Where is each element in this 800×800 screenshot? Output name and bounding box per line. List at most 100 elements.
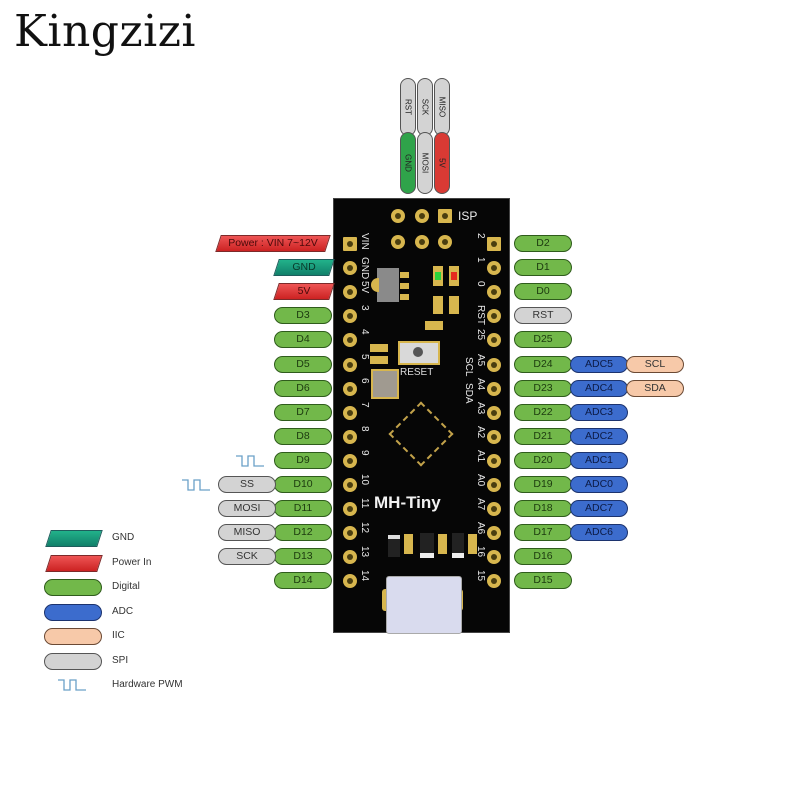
pin-rst: RST: [514, 307, 572, 325]
pin-d17: D17: [514, 524, 572, 542]
pin-power-vin-7-12v: Power : VIN 7~12V: [215, 235, 331, 252]
resistor: [468, 534, 477, 554]
pin-badge-label: 5V: [297, 285, 311, 298]
pin-d25: D25: [514, 331, 572, 349]
pin-pad: [343, 333, 357, 348]
pin-label-left: 13: [359, 546, 370, 558]
brand-logo: Kingzizi: [14, 6, 196, 57]
isp-pin-label: MOSI: [420, 152, 430, 174]
pin-label-left: 5: [359, 353, 370, 360]
legend-label-gnd: GND: [112, 532, 135, 543]
pin-label-right: A4: [475, 377, 486, 390]
smd-pad: [400, 294, 409, 300]
reset-button-cap: [413, 347, 423, 357]
resistor: [438, 534, 447, 554]
pin-d13: D13: [274, 548, 332, 566]
adc-adc0: ADC0: [570, 476, 628, 493]
isp-pin-label: GND: [403, 154, 413, 172]
pin-d1: D1: [514, 259, 572, 277]
isp-pin-sck: SCK: [417, 78, 433, 136]
pin-pad: [343, 429, 357, 444]
isp-pad: [438, 235, 452, 249]
smd-pad: [400, 283, 409, 289]
pin-d23: D23: [514, 379, 572, 397]
spi-ss: SS: [218, 476, 276, 493]
pin-pad: [343, 309, 357, 324]
isp-pin-label: RST: [403, 99, 413, 115]
pin-label-left: 5V: [359, 281, 370, 294]
pin-pad: [343, 261, 357, 276]
pin-pad: [487, 526, 501, 541]
pin-pad: [487, 405, 501, 420]
pin-d10: D10: [274, 476, 332, 493]
isp-pin-miso: MISO: [434, 78, 450, 136]
legend-swatch-digital: [44, 579, 102, 596]
spi-mosi: MOSI: [218, 500, 276, 518]
legend-swatch-bg: [45, 554, 103, 572]
micro-usb-port[interactable]: [386, 576, 462, 634]
resistor: [425, 321, 443, 330]
pin-pad: [487, 550, 501, 565]
pin-label-left: 11: [359, 498, 370, 509]
sda-label: SDA: [463, 382, 474, 404]
mcu-chip: [388, 401, 454, 467]
pin-pad: [487, 333, 501, 348]
pin-pad: [343, 478, 357, 492]
pin-label-left: 7: [359, 401, 370, 408]
pin-label-left: 10: [359, 474, 370, 486]
pin-pad: [487, 429, 501, 444]
pin-label-right: A1: [475, 449, 486, 463]
legend-pwm-icon: [58, 679, 86, 691]
pin-label-left: 6: [359, 377, 370, 384]
isp-pin-label: MISO: [437, 96, 447, 118]
red-led: [451, 272, 457, 280]
pin-label-right: A0: [475, 474, 486, 487]
iic-scl: SCL: [626, 355, 684, 373]
pin-pad: [487, 453, 501, 468]
resistor: [449, 296, 459, 314]
pin-d24: D24: [514, 355, 572, 373]
diode: [420, 533, 434, 558]
pin-label-right: A3: [475, 401, 486, 414]
capacitor: [370, 356, 388, 364]
pwm-icon: [236, 455, 264, 467]
legend-swatch-iic: [44, 628, 102, 645]
regulator-tab: [371, 278, 379, 292]
isp-pad: [415, 235, 429, 249]
legend-swatch-gnd: [45, 530, 103, 547]
legend-label-pwm: Hardware PWM: [112, 679, 183, 690]
pin-label-left: GND: [359, 257, 370, 280]
pin-pad: [487, 502, 501, 517]
pin-d7: D7: [274, 403, 332, 421]
adc-adc2: ADC2: [570, 427, 628, 445]
pin-badge-label: GND: [292, 261, 316, 274]
adc-adc4: ADC4: [570, 379, 628, 397]
pin-label-right: A5: [475, 353, 486, 366]
pin-label-right: A7: [475, 498, 486, 511]
pin-pad: [343, 357, 357, 372]
pin-label-left: VIN: [359, 233, 370, 250]
pin-d6: D6: [274, 379, 332, 397]
pin-label-right: A2: [475, 425, 486, 439]
pin-pad: [343, 550, 357, 565]
legend-label-adc: ADC: [112, 605, 134, 617]
pin-pad: [343, 574, 357, 589]
pin-pad: [487, 478, 501, 492]
pin-label-right: 0: [475, 281, 486, 287]
isp-label: ISP: [458, 209, 478, 223]
pin-label-left: 8: [359, 425, 370, 432]
isp-pad: [438, 209, 452, 223]
pin-d22: D22: [514, 403, 572, 421]
pin-label-right: 25: [475, 329, 486, 341]
pin-d19: D19: [514, 476, 572, 493]
isp-pad: [391, 235, 405, 249]
spi-sck: SCK: [218, 548, 276, 566]
pin-pad: [487, 309, 501, 324]
resistor: [404, 534, 413, 554]
pin-label-left: 14: [359, 570, 370, 582]
reset-button[interactable]: [398, 341, 440, 365]
diode: [452, 533, 464, 558]
pwm-icon: [182, 479, 210, 491]
pin-pad: [487, 357, 501, 372]
